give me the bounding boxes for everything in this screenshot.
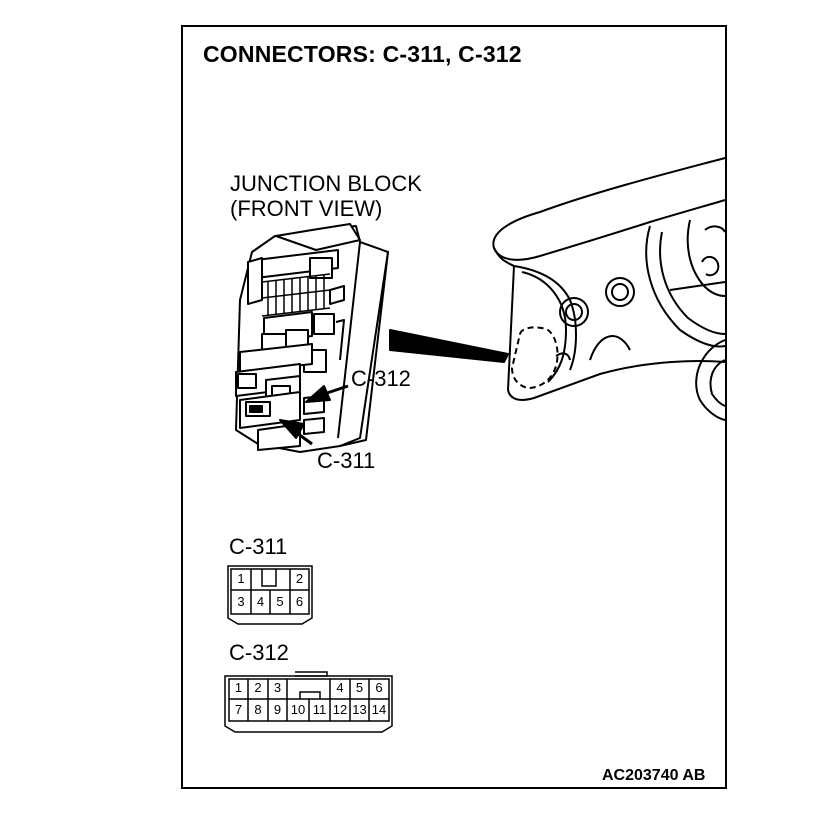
c312-pin-7: 7 <box>234 702 243 717</box>
c312-pin-14: 14 <box>371 702 387 717</box>
c311-pin-3: 3 <box>237 594 245 609</box>
c312-pin-4: 4 <box>336 680 344 695</box>
c311-pin-5: 5 <box>276 594 284 609</box>
callout-arrows <box>279 384 349 446</box>
c312-pin-2: 2 <box>254 680 262 695</box>
c312-pin-9: 9 <box>273 702 282 717</box>
c312-pin-12: 12 <box>332 702 348 717</box>
connector-c311-outline <box>227 565 313 625</box>
callout-c312-label: C-312 <box>351 366 411 391</box>
location-pointer <box>389 329 509 363</box>
c312-pin-11: 11 <box>312 702 327 717</box>
c312-pin-3: 3 <box>273 680 282 695</box>
connector-c311-label: C-311 <box>229 534 288 559</box>
connector-c312-label: C-312 <box>229 640 289 665</box>
callout-c311-label: C-311 <box>317 448 376 473</box>
junction-block-label-line1: JUNCTION BLOCK <box>230 171 422 196</box>
c312-pin-8: 8 <box>254 702 262 717</box>
c311-pin-4: 4 <box>256 594 265 609</box>
c311-pin-2: 2 <box>295 571 304 586</box>
diagram-frame <box>181 25 727 789</box>
junction-block-label-line2: (FRONT VIEW) <box>230 196 383 221</box>
junction-block-label: JUNCTION BLOCK (FRONT VIEW) <box>230 171 422 221</box>
dashboard-drawing <box>492 157 726 421</box>
figure-id: AC203740 AB <box>602 767 706 784</box>
junction-block-drawing <box>235 223 389 453</box>
c311-pin-1: 1 <box>237 571 245 586</box>
c312-pin-6: 6 <box>375 680 383 695</box>
connector-c312-outline <box>224 671 393 733</box>
c312-pin-5: 5 <box>355 680 364 695</box>
c312-pin-10: 10 <box>290 702 306 717</box>
c312-pin-13: 13 <box>352 702 367 717</box>
page-title: CONNECTORS: C-311, C-312 <box>203 41 522 67</box>
c312-pin-1: 1 <box>234 680 243 695</box>
c311-pin-6: 6 <box>295 594 304 609</box>
